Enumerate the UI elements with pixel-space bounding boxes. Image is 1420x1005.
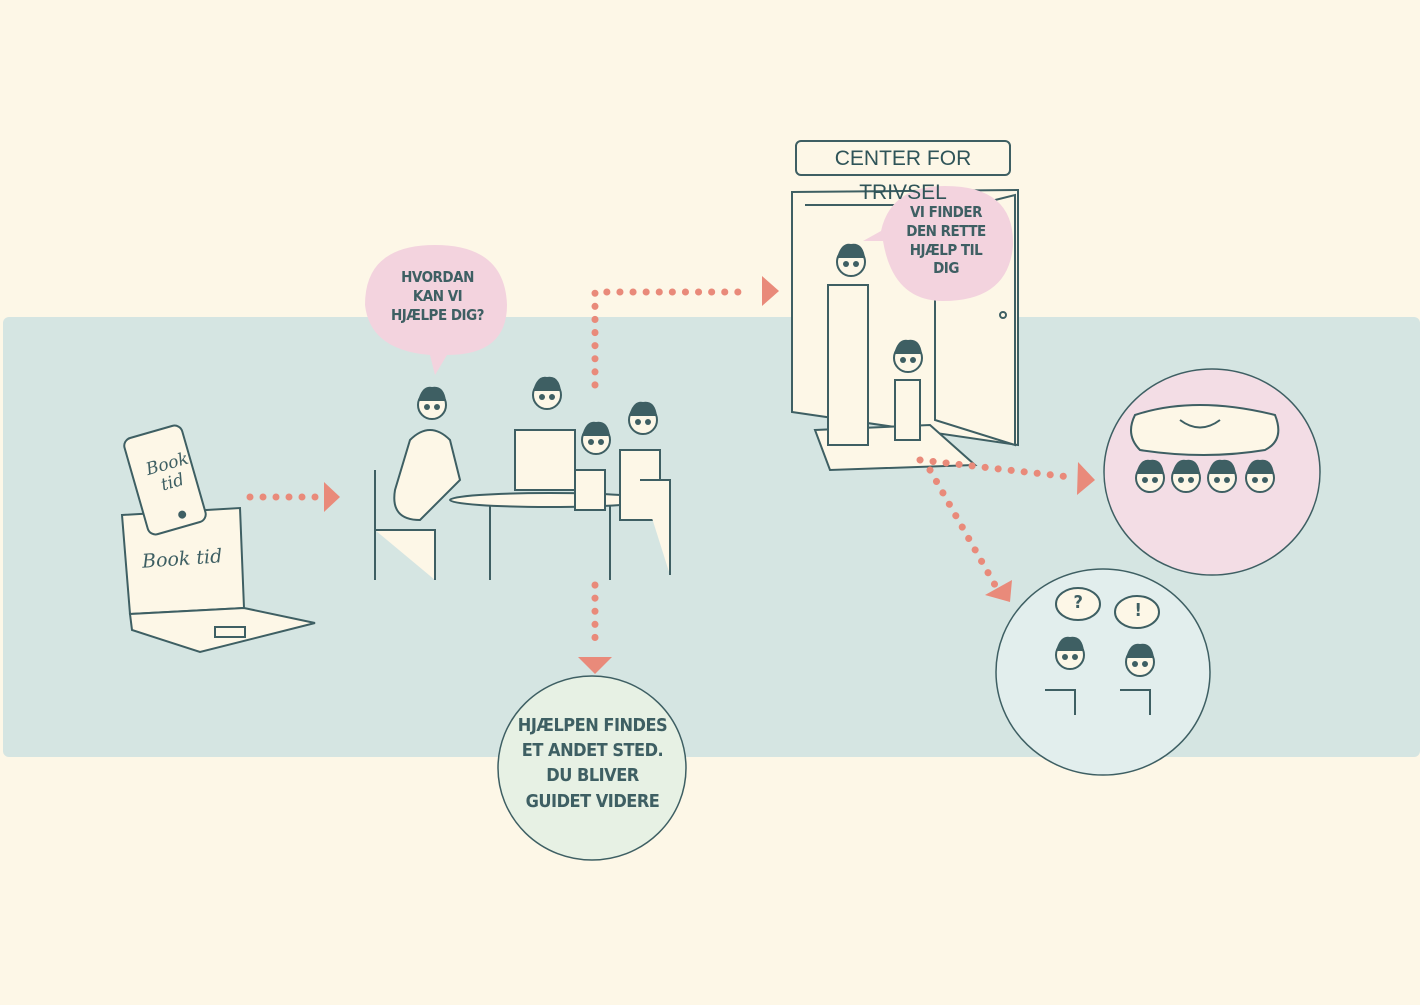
- referral-text: HJÆLPEN FINDES ET ANDET STED. DU BLIVER …: [517, 715, 668, 812]
- arrow-booking-to-meeting: [246, 482, 340, 512]
- meeting-speech-bubble: [365, 245, 507, 375]
- center-speech-bubble: [863, 186, 1014, 301]
- arrow-meeting-to-referral: [578, 581, 612, 674]
- center-sign: CENTER FOR TRIVSEL: [795, 140, 1011, 204]
- center-speech-text: VI FINDER DEN RETTE HJÆLP TIL DIG: [906, 203, 986, 278]
- question-mark: ?: [1073, 592, 1083, 613]
- phone-illustration: [123, 424, 207, 536]
- individual-session-circle: [995, 568, 1211, 776]
- referral-circle: [497, 675, 687, 861]
- arrow-meeting-to-center: [591, 276, 779, 389]
- exclamation-mark: !: [1134, 600, 1142, 621]
- meeting-illustration: [374, 429, 671, 580]
- arrow-center-to-group: [916, 456, 1095, 495]
- meeting-speech-text: HVORDAN KAN VI HJÆLPE DIG?: [391, 268, 484, 324]
- arrows: [246, 276, 1095, 674]
- arrow-center-to-individual: [926, 466, 1012, 602]
